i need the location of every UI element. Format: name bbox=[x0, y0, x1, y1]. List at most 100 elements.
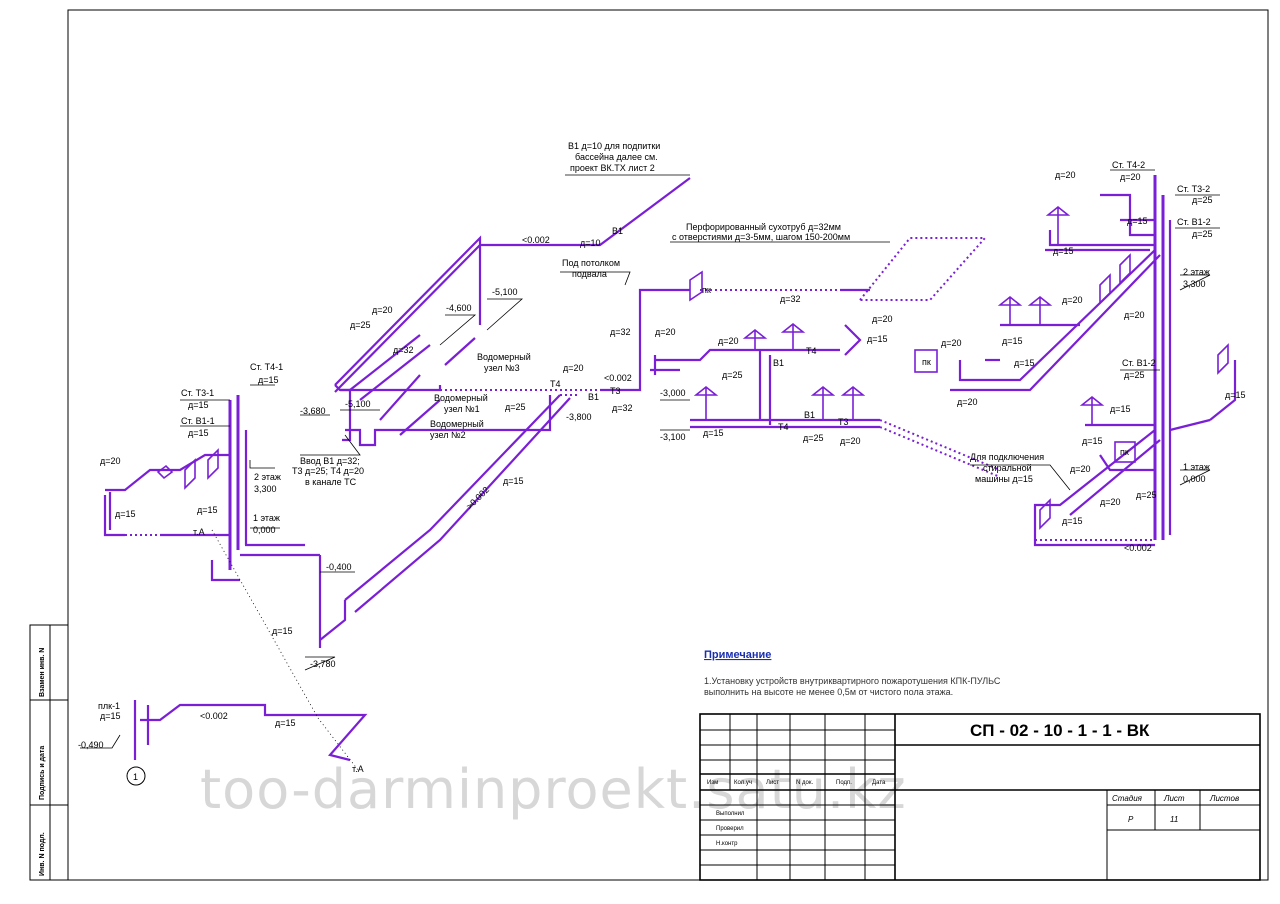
label-st-b1-2: Ст. В1-2 bbox=[1177, 217, 1211, 227]
label-d25: д=25 bbox=[1124, 370, 1145, 380]
label-lvl: 3,300 bbox=[1183, 279, 1206, 289]
tb-col-list: Лист bbox=[766, 780, 779, 786]
tb-col-kol: Кол.уч bbox=[734, 780, 752, 786]
label-d15: д=15 bbox=[115, 509, 136, 519]
label-t4: Т4 bbox=[778, 422, 789, 432]
label-d10: д=10 bbox=[580, 238, 601, 248]
label-d15: д=15 bbox=[1225, 390, 1246, 400]
outer-frame bbox=[67, 9, 1269, 881]
label-b1: В1 bbox=[804, 410, 815, 420]
node-marker bbox=[126, 766, 146, 786]
label-lvl: 3,300 bbox=[254, 484, 277, 494]
label-d25: д=25 bbox=[1136, 490, 1157, 500]
label-meter3-2: узел №3 bbox=[484, 363, 520, 373]
label-lvl: -3,780 bbox=[310, 659, 336, 669]
label-d15: д=15 bbox=[1062, 516, 1083, 526]
washbasin-icon bbox=[1045, 205, 1071, 245]
label-d15: д=15 bbox=[1014, 358, 1035, 368]
label-st-t4-1: Ст. Т4-1 bbox=[250, 362, 283, 372]
label-d25: д=25 bbox=[1192, 229, 1213, 239]
label-floor2: 2 этаж bbox=[254, 472, 281, 482]
label-perf-1: Перфорированный сухотруб д=32мм bbox=[686, 222, 841, 232]
label-d32: д=32 bbox=[612, 403, 633, 413]
label-wash-2: стиральной bbox=[983, 463, 1032, 473]
label-plk: плк-1 bbox=[98, 701, 120, 711]
note-line-2: выполнить на высоте не менее 0,5м от чис… bbox=[704, 687, 953, 697]
label-st-t3-1: Ст. Т3-1 bbox=[181, 388, 214, 398]
label-ceiling-2: подвала bbox=[572, 269, 607, 279]
label-lvl: -5,100 bbox=[345, 399, 371, 409]
washbasin-icon bbox=[693, 385, 719, 420]
label-wash-1: Для подключения bbox=[970, 452, 1044, 462]
label-d15: д=15 bbox=[188, 428, 209, 438]
fire-cabinet-icon bbox=[1114, 441, 1136, 463]
label-t4: Т4 bbox=[806, 346, 817, 356]
label-d25: д=25 bbox=[505, 402, 526, 412]
label-d15: д=15 bbox=[1002, 336, 1023, 346]
sink-icon bbox=[1099, 273, 1111, 305]
tb-sheet-value: 11 bbox=[1170, 815, 1178, 824]
label-feed-1: В1 д=10 для подпитки bbox=[568, 141, 660, 151]
title-block: СП - 02 - 10 - 1 - 1 - ВК Изм Кол.уч Лис… bbox=[699, 713, 1261, 881]
label-d32: д=32 bbox=[780, 294, 801, 304]
tb-stage-header: Стадия bbox=[1112, 794, 1143, 803]
label-wash-3: машины д=15 bbox=[975, 474, 1033, 484]
label-slope: <0.002 bbox=[522, 235, 550, 245]
sink-icon bbox=[207, 448, 219, 480]
leaders bbox=[80, 169, 1220, 749]
label-pk: пк bbox=[702, 285, 711, 295]
label-d20: д=20 bbox=[1120, 172, 1141, 182]
label-input-3: в канале ТС bbox=[305, 477, 357, 487]
note-title: Примечание bbox=[704, 649, 771, 661]
label-input-2: Т3 д=25; Т4 д=20 bbox=[292, 466, 364, 476]
label-d32: д=32 bbox=[393, 345, 414, 355]
label-st-t4-2: Ст. Т4-2 bbox=[1112, 160, 1145, 170]
label-lvl: -3,680 bbox=[300, 406, 326, 416]
washbasin-icon bbox=[810, 385, 836, 420]
side-stamp-frame bbox=[29, 624, 69, 881]
label-meter3-1: Водомерный bbox=[477, 352, 531, 362]
note-line-1: 1.Установку устройств внутриквартирного … bbox=[704, 676, 1001, 686]
sink-icon bbox=[1119, 253, 1131, 285]
label-ceiling-1: Под потолком bbox=[562, 258, 620, 268]
label-d20: д=20 bbox=[1055, 170, 1076, 180]
labels: В1 д=10 для подпитки бассейна далее см. … bbox=[78, 141, 1246, 782]
label-input-1: Ввод В1 д=32; bbox=[300, 456, 360, 466]
label-pk: пк bbox=[922, 357, 931, 367]
label-d20: д=20 bbox=[655, 327, 676, 337]
label-t3: Т3 bbox=[610, 386, 621, 396]
label-d20: д=20 bbox=[100, 456, 121, 466]
tb-role-proveril: Проверил bbox=[716, 826, 744, 832]
label-d15: д=15 bbox=[188, 400, 209, 410]
label-meter1-1: Водомерный bbox=[434, 393, 488, 403]
label-d15: д=15 bbox=[703, 428, 724, 438]
label-d15: д=15 bbox=[100, 711, 121, 721]
label-d25: д=25 bbox=[350, 320, 371, 330]
label-d15: д=15 bbox=[272, 626, 293, 636]
label-point-a: т.А bbox=[193, 527, 205, 537]
tb-stage-value: Р bbox=[1128, 815, 1134, 824]
tb-col-ndok: N док. bbox=[796, 780, 813, 786]
fixtures bbox=[156, 205, 1229, 530]
label-d25: д=25 bbox=[803, 433, 824, 443]
side-stamp-inv-vzam: Взамен инв. N bbox=[39, 648, 46, 697]
label-meter2-2: узел №2 bbox=[430, 430, 466, 440]
side-stamp-inv-podl: Инв. N подл. bbox=[39, 832, 46, 876]
label-lvl: 0,000 bbox=[1183, 474, 1206, 484]
fire-cabinet-icon bbox=[689, 270, 703, 302]
label-d25: д=25 bbox=[1192, 195, 1213, 205]
label-lvl: -0,400 bbox=[326, 562, 352, 572]
label-d15: д=15 bbox=[1082, 436, 1103, 446]
label-slope: <0.002 bbox=[604, 373, 632, 383]
label-d15: д=15 bbox=[867, 334, 888, 344]
washbasin-icon bbox=[997, 295, 1023, 325]
label-d25: д=25 bbox=[722, 370, 743, 380]
label-d20: д=20 bbox=[563, 363, 584, 373]
fire-cabinet-icon bbox=[914, 349, 938, 373]
label-lvl: -3,100 bbox=[660, 432, 686, 442]
tb-sheets-header: Листов bbox=[1209, 794, 1239, 803]
tb-sheet-header: Лист bbox=[1163, 794, 1185, 803]
label-d15: д=15 bbox=[1053, 246, 1074, 256]
label-d20: д=20 bbox=[1070, 464, 1091, 474]
label-d20: д=20 bbox=[372, 305, 393, 315]
